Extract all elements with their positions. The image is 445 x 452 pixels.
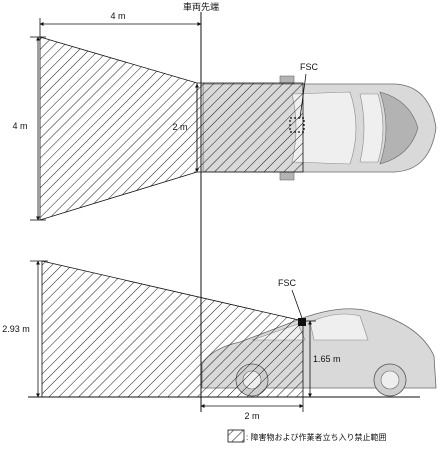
sensor-height-label: 1.65 m <box>313 354 341 364</box>
sensor-leader-side <box>291 289 303 319</box>
legend-hatch-swatch <box>227 429 245 443</box>
top-width-label: 4 m <box>110 11 125 21</box>
side-length-label: 2 m <box>244 411 259 421</box>
side-exclusion-zone <box>41 260 304 398</box>
top-height-label: 4 m <box>12 121 27 131</box>
sensor-icon-top <box>289 117 305 133</box>
side-height-label: 2.93 m <box>2 324 30 334</box>
vehicle-front-label: 車両先端 <box>183 1 219 12</box>
top-inner-label: 2 m <box>172 122 187 132</box>
sensor-label-top: FSC <box>300 62 319 72</box>
sensor-label-side: FSC <box>278 278 297 288</box>
sensor-icon-side <box>298 318 306 326</box>
sensor-leader-top <box>299 73 307 119</box>
legend-label: : 障害物および作業者立ち入り禁止範囲 <box>246 432 386 442</box>
